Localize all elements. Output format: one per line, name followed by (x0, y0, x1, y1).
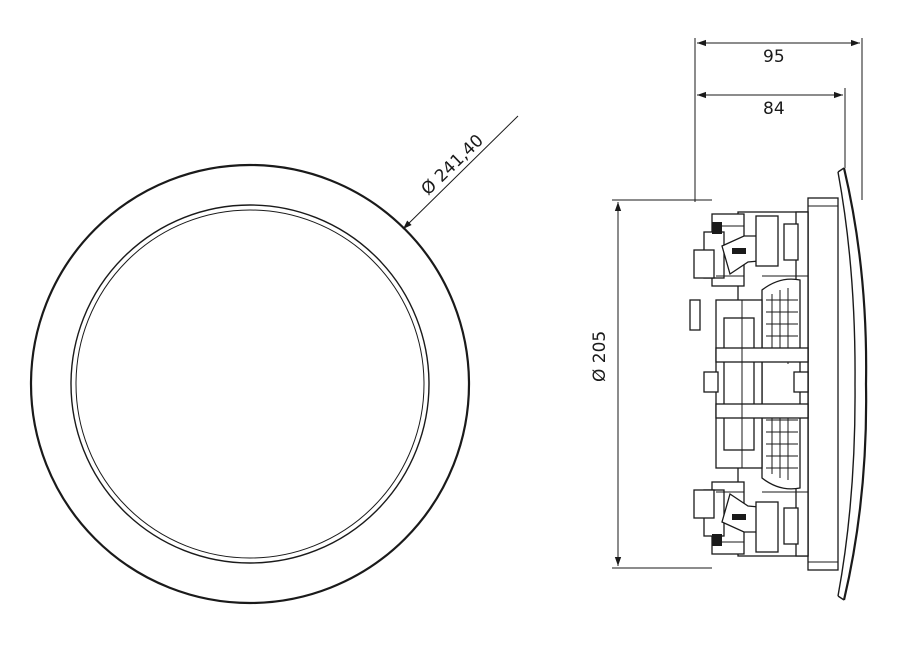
bezel-top-edge (837, 167, 845, 173)
cone-area (761, 278, 801, 490)
magnet-core (723, 317, 755, 451)
central-shaft (715, 347, 809, 363)
grille-outer (70, 204, 430, 564)
bezel-bottom-edge (837, 595, 845, 601)
mounting-flange (807, 197, 839, 571)
front-bezel-inner (837, 171, 856, 597)
dim-84-label: 84 (763, 99, 785, 119)
dim-205-label: Ø 205 (590, 331, 610, 382)
front-bezel (842, 167, 868, 601)
side-view: 95 84 Ø 205 (590, 38, 868, 601)
outer-ring (29, 163, 471, 605)
rear-connector (703, 371, 719, 393)
ring-diameter-leader (402, 115, 519, 230)
lower-clamp (693, 481, 799, 555)
terminal-details (741, 275, 809, 493)
dim-95-label: 95 (763, 47, 785, 67)
grille-inner (75, 209, 425, 559)
ring-diameter-label: Ø 241,40 (418, 131, 488, 200)
upper-clamp (689, 213, 799, 331)
front-view: Ø 241,40 (29, 115, 519, 605)
central-shaft-2 (715, 403, 809, 419)
